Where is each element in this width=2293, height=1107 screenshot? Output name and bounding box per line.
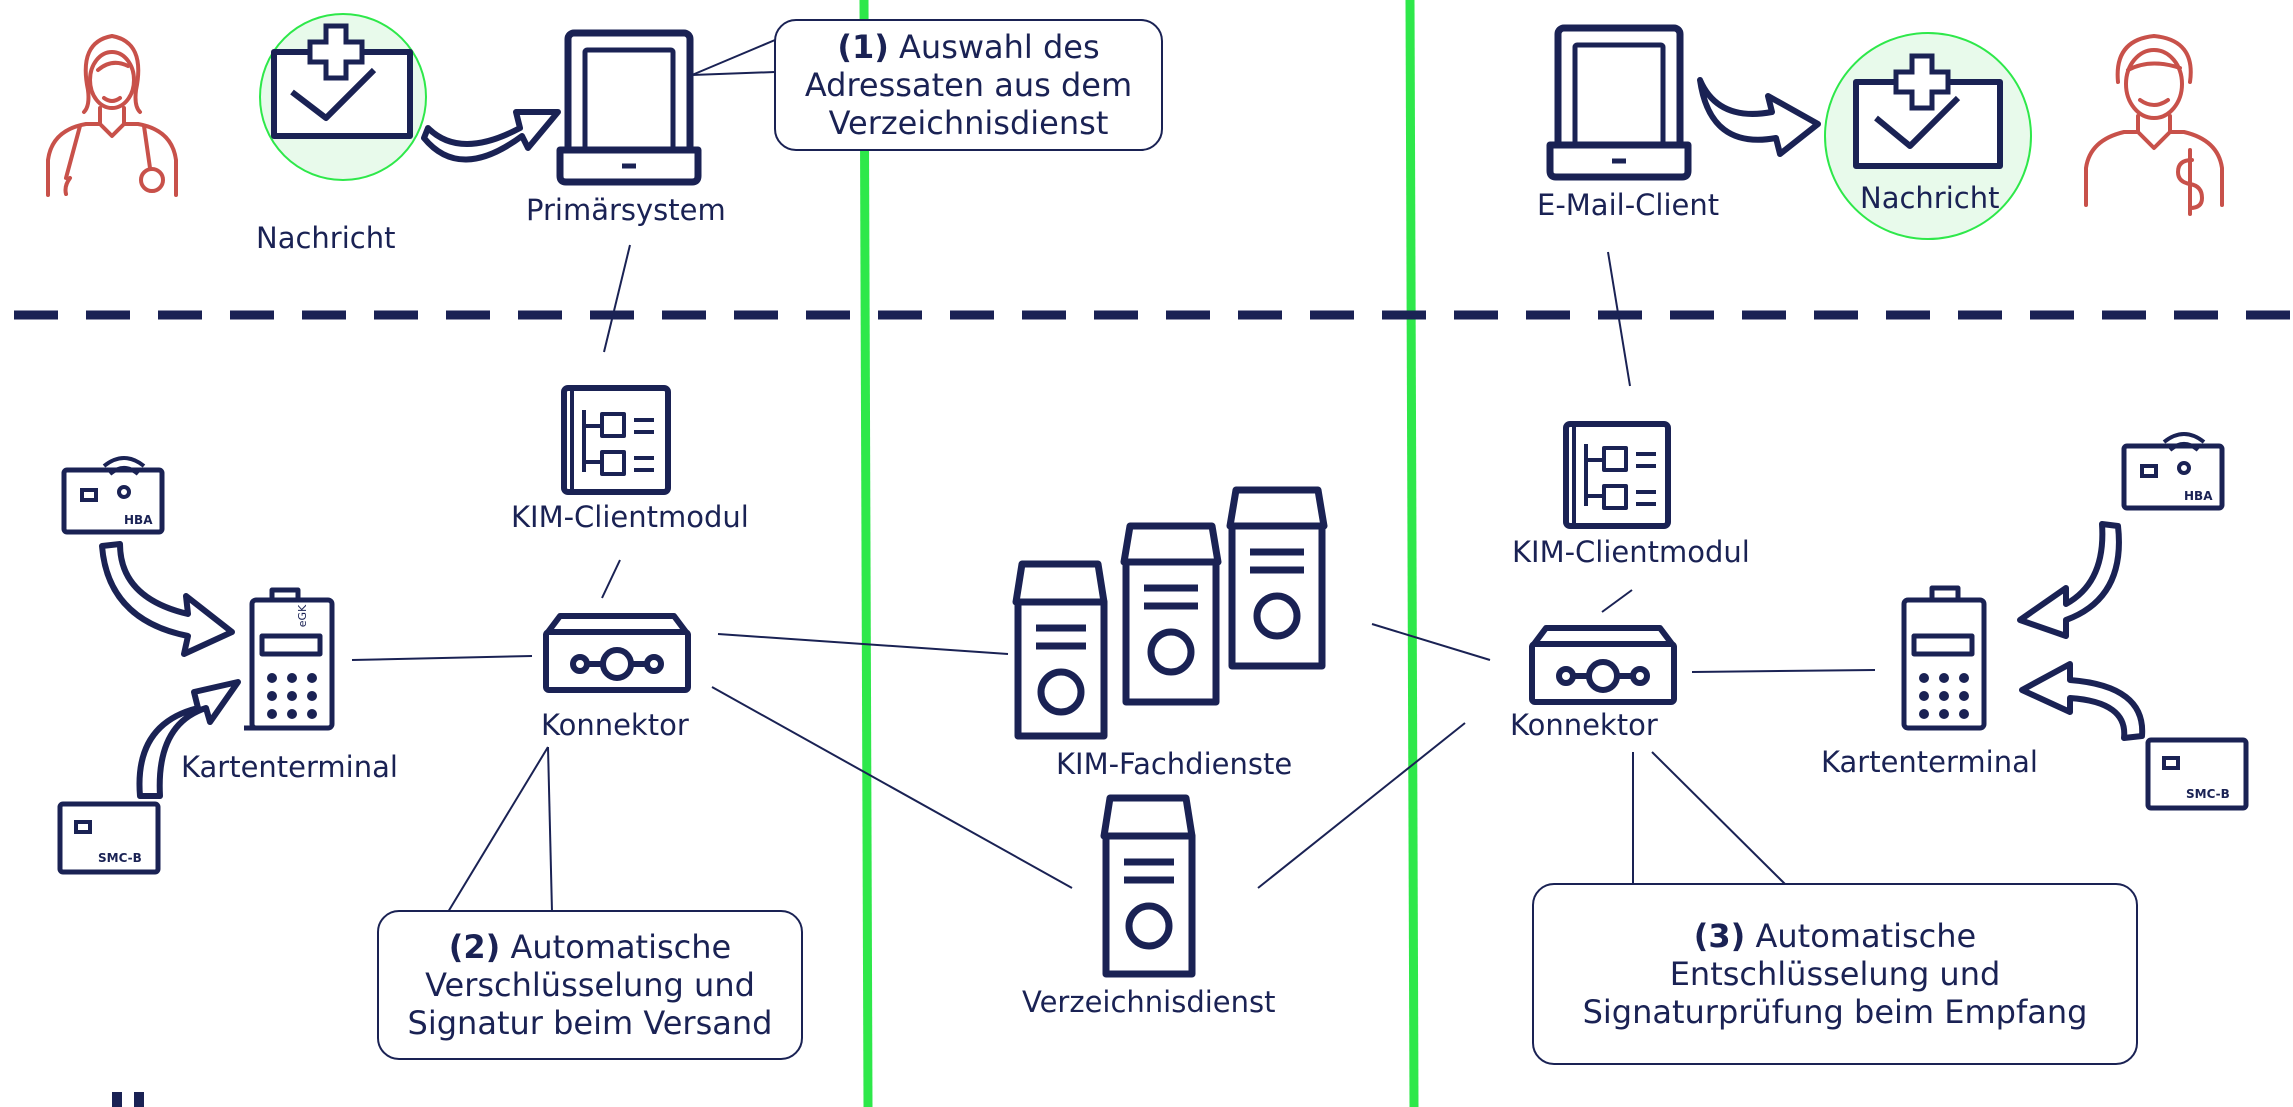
- callout-step-3-line3: Signaturprüfung beim Empfang: [1582, 993, 2088, 1031]
- label-kartenterminal-left: Kartenterminal: [181, 750, 398, 784]
- curved-arrow-icon: [99, 541, 235, 657]
- label-verzeichnisdienst: Verzeichnisdienst: [1022, 985, 1276, 1019]
- curved-arrow-icon: [136, 679, 241, 799]
- hba-label-left: HBA: [124, 513, 153, 527]
- smcb-label-left: SMC-B: [98, 851, 142, 865]
- callout-step-3-number: (3): [1693, 917, 1746, 955]
- separator-left: [859, 0, 873, 1107]
- client-module-icon: [1563, 421, 1671, 529]
- card-terminal-icon: [1901, 585, 1987, 731]
- connection-lines: [351, 39, 1876, 913]
- callout-step-2-number: (2): [448, 928, 501, 966]
- message-envelope-icon: [259, 13, 427, 181]
- server-icon: [1226, 486, 1328, 670]
- label-kim-clientmodul-left: KIM-Clientmodul: [511, 500, 749, 534]
- laptop-icon: [1546, 24, 1692, 181]
- label-kim-fachdienste: KIM-Fachdienste: [1056, 747, 1293, 781]
- smcb-label-right: SMC-B: [2186, 787, 2230, 801]
- label-nachricht-left: Nachricht: [256, 221, 396, 255]
- partial-text-mark: [112, 1092, 144, 1107]
- label-konnektor-left: Konnektor: [541, 708, 689, 742]
- callout-step-3-line2: Entschlüsselung und: [1669, 955, 2001, 993]
- callout-step-3: (3) Automatische Entschlüsselung und Sig…: [1532, 883, 2138, 1065]
- callout-step-1-line2: Adressaten aus dem: [804, 66, 1133, 104]
- callout-step-1-number: (1): [837, 28, 889, 66]
- curved-arrow-icon: [1697, 77, 1821, 157]
- server-icon: [1012, 560, 1108, 740]
- curved-arrow-icon: [421, 109, 561, 163]
- message-envelope-icon: [1824, 32, 2032, 240]
- card-icon: [61, 456, 165, 535]
- separator-right: [1405, 0, 1419, 1107]
- callout-step-2: (2) Automatische Verschlüsselung und Sig…: [377, 910, 803, 1060]
- label-konnektor-right: Konnektor: [1510, 708, 1658, 742]
- callout-step-2-line2: Verschlüsselung und: [425, 966, 755, 1004]
- curved-arrow-icon: [2019, 661, 2146, 741]
- egk-label: eGK: [296, 604, 309, 627]
- doctor-female-icon: [46, 34, 178, 197]
- card-icon: [2145, 737, 2249, 811]
- callout-step-1-line3: Verzeichnisdienst: [828, 104, 1109, 142]
- callout-step-1-line1: Auswahl des: [899, 28, 1100, 66]
- label-nachricht-right: Nachricht: [1860, 181, 2000, 215]
- connector-icon: [543, 613, 691, 693]
- card-icon: [2121, 432, 2225, 511]
- hba-label-right: HBA: [2184, 489, 2213, 503]
- label-email-client: E-Mail-Client: [1537, 188, 1720, 222]
- callout-step-1: (1) Auswahl des Adressaten aus dem Verze…: [774, 19, 1163, 151]
- label-kim-clientmodul-right: KIM-Clientmodul: [1512, 535, 1750, 569]
- server-icon: [1100, 794, 1196, 978]
- client-module-icon: [561, 385, 671, 495]
- connector-icon: [1529, 625, 1677, 705]
- card-icon: [57, 801, 161, 875]
- server-icon: [1120, 522, 1222, 706]
- label-primaersystem: Primärsystem: [526, 193, 726, 227]
- label-kartenterminal-right: Kartenterminal: [1821, 745, 2038, 779]
- callout-step-2-line1: Automatische: [510, 928, 732, 966]
- laptop-icon: [556, 29, 702, 186]
- card-terminal-icon: [244, 587, 335, 731]
- callout-step-3-line1: Automatische: [1755, 917, 1977, 955]
- doctor-male-icon: [2084, 34, 2224, 216]
- callout-step-2-line3: Signatur beim Versand: [407, 1004, 773, 1042]
- curved-arrow-icon: [2017, 521, 2122, 639]
